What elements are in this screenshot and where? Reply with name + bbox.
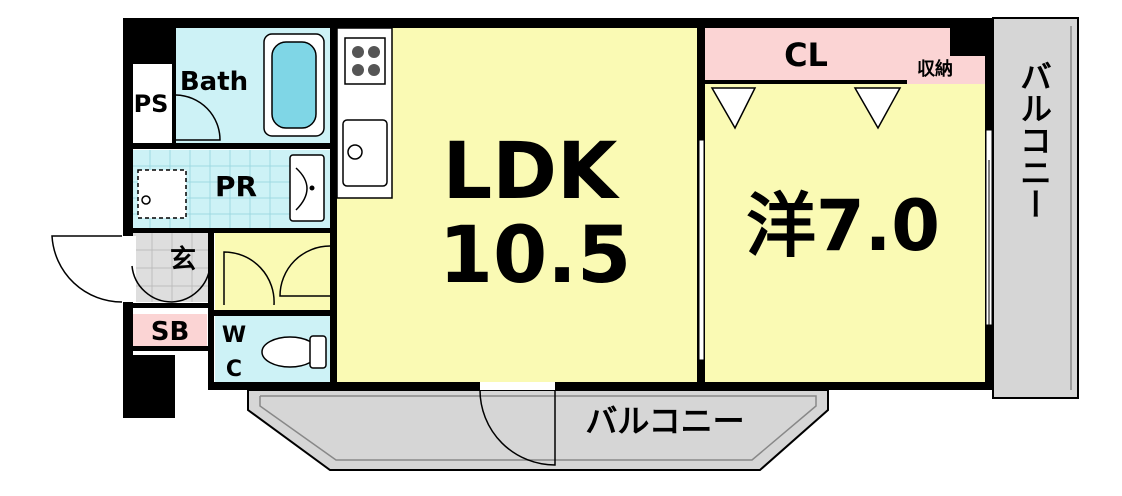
ldk-size: 10.5 — [439, 211, 631, 301]
wc-label-w: W — [222, 323, 246, 348]
stove-icon — [344, 37, 386, 85]
ps-floor — [132, 64, 172, 144]
hall-floor — [215, 232, 330, 312]
bedroom-label: 洋7.0 — [746, 185, 940, 267]
bedroom-floor — [705, 80, 988, 386]
closet-label: CL — [784, 36, 828, 74]
ldk-floor — [337, 28, 697, 386]
ldk-label: LDK — [443, 127, 620, 217]
toilet-icon — [261, 335, 327, 369]
ps-label: PS — [134, 90, 169, 118]
pr-label: PR — [215, 170, 257, 203]
shoebox-label: SB — [151, 317, 190, 347]
side-balcony-label: バルコニー — [1015, 60, 1053, 220]
shoebox-floor — [132, 314, 207, 346]
entrance-label: 玄 — [170, 244, 196, 275]
sink-icon — [342, 119, 388, 187]
washing-machine-icon — [137, 169, 187, 219]
closet-floor — [705, 28, 907, 80]
bathtub-icon — [263, 33, 325, 137]
bath-label: Bath — [180, 67, 248, 97]
washbasin-icon — [289, 154, 325, 222]
wc-label-c: C — [226, 357, 242, 382]
storage-label: 収納 — [917, 58, 953, 80]
bottom-balcony-label: バルコニー — [585, 402, 744, 440]
